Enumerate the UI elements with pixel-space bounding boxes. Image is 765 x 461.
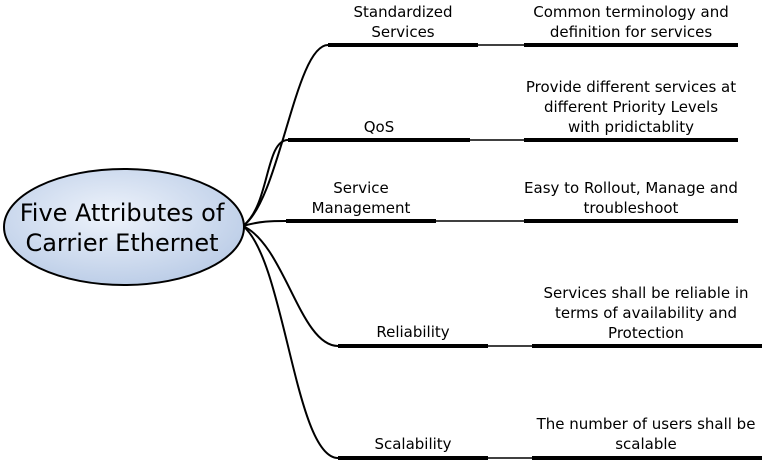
detail-text-standardized-services: Common terminology and definition for se… — [533, 3, 729, 41]
branch-label-service-management: Service Management — [311, 179, 411, 217]
connector-reliability — [242, 225, 339, 347]
branch-label-reliability: Reliability — [376, 323, 450, 341]
connector-service-management — [242, 220, 287, 227]
branch-lines — [286, 43, 762, 460]
detail-text-reliability: Services shall be reliable in terms of a… — [543, 284, 749, 342]
connectors — [242, 44, 339, 459]
detail-text-scalability: The number of users shall be scalable — [536, 415, 756, 453]
root-title-line: Five Attributes of — [19, 199, 225, 227]
detail-text-service-management: Easy to Rollout, Manage and troubleshoot — [524, 179, 738, 217]
branch-label-standardized-services: Standardized Services — [353, 3, 453, 41]
root-title-line: Carrier Ethernet — [25, 229, 219, 257]
root-node-ellipse — [3, 168, 245, 286]
branch-label-qos: QoS — [363, 118, 395, 136]
connector-qos — [242, 139, 289, 227]
detail-text-qos: Provide different services at different … — [525, 78, 737, 136]
branch-label-scalability: Scalability — [374, 435, 452, 453]
root-node-title: Five Attributes of Carrier Ethernet — [5, 193, 239, 263]
connector-scalability — [242, 225, 339, 459]
